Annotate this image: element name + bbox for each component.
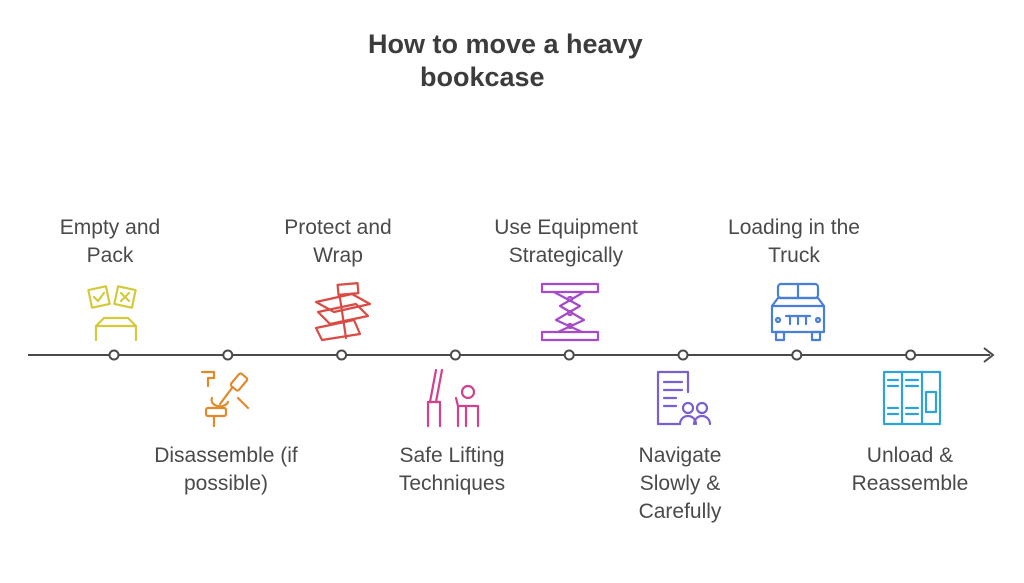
scissor-lift-icon (540, 282, 600, 342)
step-label-safe-lifting: Safe Lifting Techniques (398, 444, 506, 495)
shelf-unit-icon (882, 368, 942, 428)
checklist-box-icon (84, 282, 144, 342)
timeline-dot (108, 349, 120, 361)
step-label-protect-and-wrap: Protect and Wrap (284, 216, 392, 267)
step-label-unload-reassemble: Unload & Reassemble (851, 444, 969, 495)
step-label-use-equipment: Use Equipment Strategically (494, 216, 638, 267)
step-label-empty-and-pack: Empty and Pack (59, 216, 161, 267)
person-lifting-icon (426, 368, 486, 428)
step-label-navigate: Navigate Slowly & Carefully (638, 444, 722, 523)
timeline-arrowhead (983, 347, 995, 363)
truck-icon (768, 282, 828, 342)
timeline-dot (563, 349, 575, 361)
step-label-loading-truck: Loading in the Truck (728, 216, 860, 267)
timeline-dot (905, 349, 917, 361)
title-line-1: How to move a heavy (368, 29, 643, 59)
timeline-dot (791, 349, 803, 361)
wrapped-bookcase-icon (312, 282, 372, 342)
title-line-2: bookcase (420, 62, 545, 92)
timeline-dot (222, 349, 234, 361)
page-title: How to move a heavy bookcase (340, 28, 680, 94)
document-people-icon (654, 368, 714, 428)
timeline-dot (336, 349, 348, 361)
timeline-dot (677, 349, 689, 361)
hammer-tools-icon (198, 368, 258, 428)
step-label-disassemble: Disassemble (if possible) (154, 444, 298, 495)
timeline-dot (449, 349, 461, 361)
